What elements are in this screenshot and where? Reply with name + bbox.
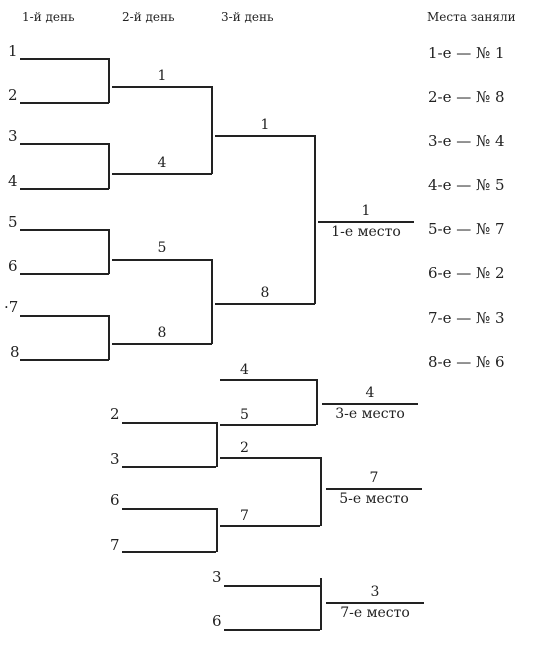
consolation-entrant-2-label: 2 xyxy=(110,405,120,423)
seventh-place-entrant-6-label: 6 xyxy=(212,612,222,630)
entrant-3-line xyxy=(20,143,109,145)
entrant-5-line xyxy=(20,229,109,231)
day3-winner-8-line xyxy=(215,303,315,305)
day2-winner-4-label: 4 xyxy=(157,155,167,171)
day2-winner-1-line xyxy=(112,86,212,88)
result-place-3: 3-е — № 4 xyxy=(428,132,505,150)
consolation-match-2-3-connector xyxy=(216,422,218,467)
entrant-6-line xyxy=(20,273,109,275)
entrant-8-line xyxy=(20,359,109,361)
entrant-7-label: ·7 xyxy=(4,298,19,316)
header-day-3: 3-й день xyxy=(221,10,274,24)
consolation-entrant-2-line xyxy=(122,422,216,424)
entrant-4-label: 4 xyxy=(8,172,18,190)
consolation-entrant-6-label: 6 xyxy=(110,491,120,509)
seventh-place-entrant-3-line xyxy=(224,585,320,587)
result-place-5: 5-е — № 7 xyxy=(428,220,505,238)
day2-winner-5-label: 5 xyxy=(157,240,167,256)
third-place-entrant-a-line xyxy=(220,379,316,381)
seventh-place-entrant-6-line xyxy=(224,629,320,631)
header-places: Места заняли xyxy=(427,10,516,24)
fifth-place-winner-label: 7 xyxy=(369,470,379,486)
third-place-line xyxy=(322,403,418,405)
header-day-1: 1-й день xyxy=(22,10,75,24)
result-place-1: 1-е — № 1 xyxy=(428,44,505,62)
consolation-entrant-7-label: 7 xyxy=(110,536,120,554)
entrant-5-label: 5 xyxy=(8,213,18,231)
day2-winner-8-line xyxy=(112,343,212,345)
day2-winner-1-label: 1 xyxy=(157,68,167,84)
day3-winner-8-label: 8 xyxy=(260,285,270,301)
fifth-place-connector xyxy=(320,457,322,526)
result-place-8: 8-е — № 6 xyxy=(428,353,505,371)
result-place-2: 2-е — № 8 xyxy=(428,88,505,106)
result-place-4: 4-е — № 5 xyxy=(428,176,505,194)
consolation-winner-2-line xyxy=(220,457,320,459)
result-place-7: 7-е — № 3 xyxy=(428,309,505,327)
semi-2-connector xyxy=(211,259,213,344)
fifth-place-place-label: 5-е место xyxy=(339,491,409,507)
consolation-match-6-7-connector xyxy=(216,508,218,552)
match-1-2-connector xyxy=(108,58,110,103)
consolation-entrant-3-label: 3 xyxy=(110,450,120,468)
entrant-4-line xyxy=(20,188,109,190)
seventh-place-entrant-3-label: 3 xyxy=(212,568,222,586)
entrant-2-line xyxy=(20,102,109,104)
third-place-connector xyxy=(316,379,318,425)
final-winner-label: 1 xyxy=(361,203,371,219)
day3-winner-1-label: 1 xyxy=(260,117,270,133)
day2-winner-4-line xyxy=(112,173,212,175)
entrant-6-label: 6 xyxy=(8,257,18,275)
seventh-place-connector xyxy=(320,578,322,630)
consolation-entrant-7-line xyxy=(122,551,216,553)
entrant-3-label: 3 xyxy=(8,127,18,145)
consolation-winner-2-label: 2 xyxy=(240,440,249,456)
final-place-label: 1-е место xyxy=(331,224,401,240)
fifth-place-line xyxy=(326,488,422,490)
final-line xyxy=(318,221,414,223)
third-place-entrant-b-line xyxy=(220,424,316,426)
third-place-place-label: 3-е место xyxy=(335,406,405,422)
match-7-8-connector xyxy=(108,315,110,360)
consolation-winner-7-label: 7 xyxy=(240,508,249,524)
consolation-winner-7-line xyxy=(220,525,320,527)
day2-winner-8-label: 8 xyxy=(157,325,167,341)
match-3-4-connector xyxy=(108,143,110,189)
header-day-2: 2-й день xyxy=(122,10,175,24)
match-5-6-connector xyxy=(108,229,110,274)
entrant-1-line xyxy=(20,58,109,60)
entrant-8-label: 8 xyxy=(10,343,20,361)
seventh-place-line xyxy=(326,602,424,604)
seventh-place-winner-label: 3 xyxy=(370,584,380,600)
seventh-place-place-label: 7-е место xyxy=(340,605,410,621)
semi-1-connector xyxy=(211,86,213,174)
third-place-winner-label: 4 xyxy=(365,385,375,401)
consolation-entrant-6-line xyxy=(122,508,216,510)
entrant-2-label: 2 xyxy=(8,86,18,104)
result-place-6: 6-е — № 2 xyxy=(428,264,505,282)
day2-winner-5-line xyxy=(112,259,212,261)
final-connector xyxy=(314,135,316,304)
third-place-entrant-a-label: 4 xyxy=(240,362,249,378)
entrant-7-line xyxy=(20,315,109,317)
third-place-entrant-b-label: 5 xyxy=(240,407,249,423)
day3-winner-1-line xyxy=(215,135,315,137)
consolation-entrant-3-line xyxy=(122,466,216,468)
entrant-1-label: 1 xyxy=(8,42,18,60)
